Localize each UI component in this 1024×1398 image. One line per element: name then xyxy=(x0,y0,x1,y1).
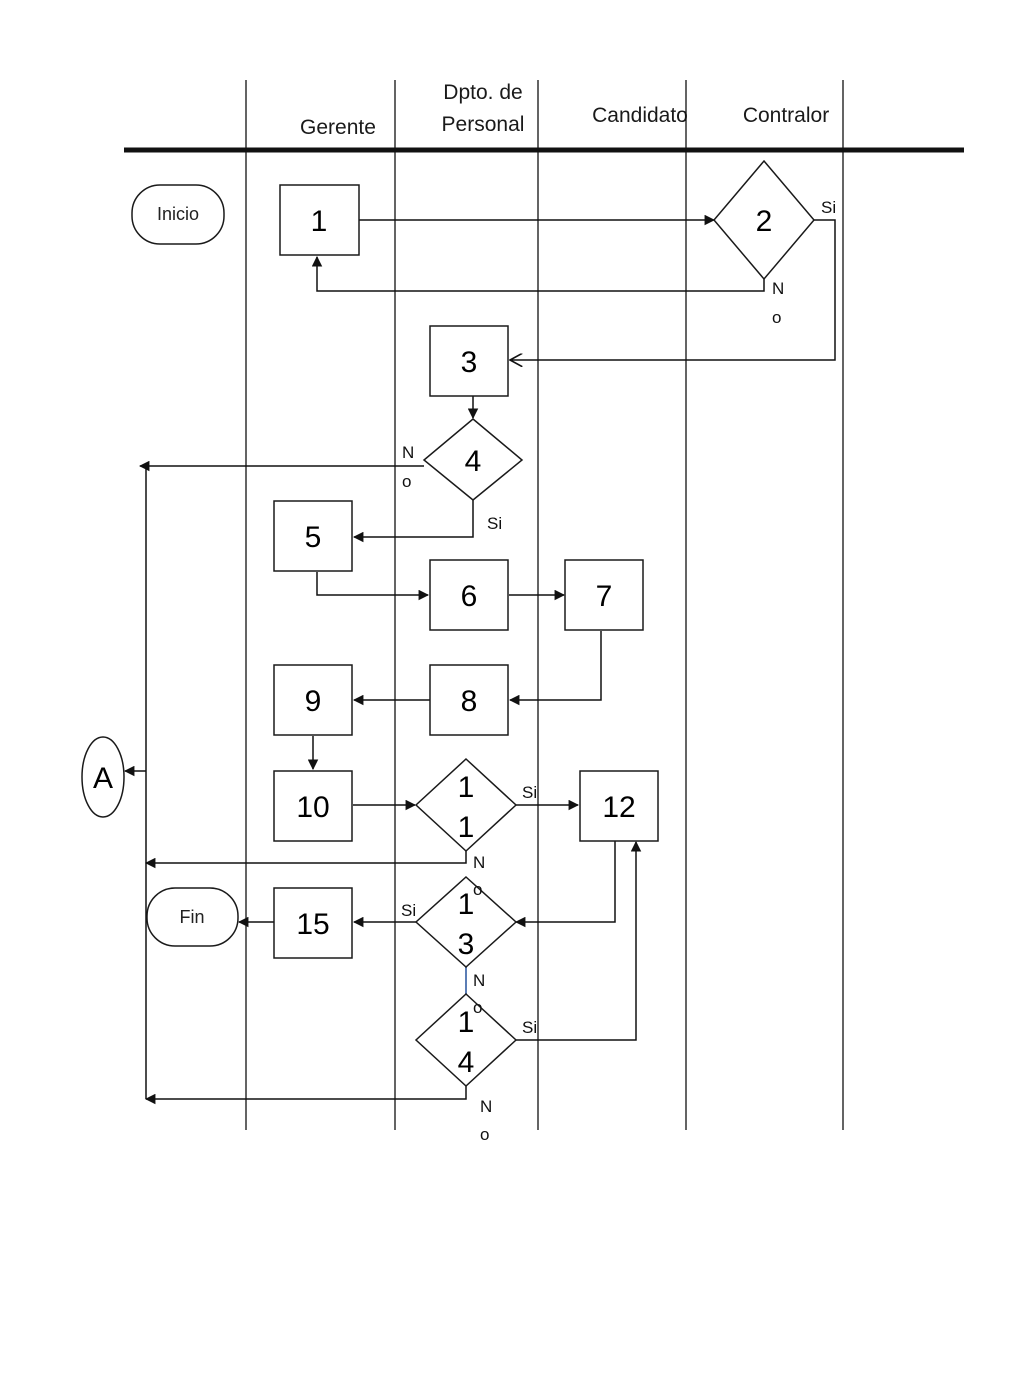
process-8-label: 8 xyxy=(461,685,478,718)
label-14-no-o: o xyxy=(480,1125,489,1144)
label-4-si: Si xyxy=(487,514,502,533)
label-13-si: Si xyxy=(401,901,416,920)
decision-11-label-line2: 1 xyxy=(458,811,475,844)
terminal-inicio: Inicio xyxy=(131,184,225,245)
terminal-fin-shape xyxy=(146,887,239,947)
label-14-no-n: N xyxy=(480,1097,492,1116)
decision-4-label: 4 xyxy=(465,445,482,478)
label-2-no-n: N xyxy=(772,279,784,298)
edge-labels: Si N o N o Si Si N o Si N o Si N o xyxy=(401,198,836,1144)
process-8-box xyxy=(429,664,509,736)
decision-13: 1 3 xyxy=(414,875,518,969)
decision-2-label: 2 xyxy=(756,205,773,238)
edge-11-no-to-a xyxy=(144,851,467,869)
decision-14-label-line2: 4 xyxy=(458,1046,475,1079)
lane-dividers xyxy=(124,80,964,1130)
label-13-no-n: N xyxy=(473,971,485,990)
edge-2-si-to-3 xyxy=(510,219,836,360)
process-15-box xyxy=(273,887,353,959)
decision-13-label-line2: 3 xyxy=(458,928,475,961)
lane-label-candidato: Candidato xyxy=(592,104,688,127)
process-5-label: 5 xyxy=(305,521,322,554)
process-10-label: 10 xyxy=(296,791,329,824)
decision-2: 2 xyxy=(713,159,815,281)
terminal-fin-label: Fin xyxy=(179,907,204,927)
connector-a: A xyxy=(81,736,125,818)
lane-label-personal-line1: Dpto. de xyxy=(443,81,522,104)
terminal-inicio-label: Inicio xyxy=(157,204,199,224)
connector-a-label: A xyxy=(93,762,113,795)
process-3: 3 xyxy=(429,325,509,397)
process-9: 9 xyxy=(273,664,353,736)
label-4-no-n: N xyxy=(402,443,414,462)
label-11-no-o: o xyxy=(473,880,482,899)
process-6: 6 xyxy=(429,559,509,631)
process-1: 1 xyxy=(279,184,360,256)
label-4-no-o: o xyxy=(402,472,411,491)
decision-13-diamond xyxy=(414,875,518,969)
connector-a-shape xyxy=(81,736,125,818)
decision-11-label-line1: 1 xyxy=(458,771,475,804)
edge-12-to-13 xyxy=(514,841,616,928)
process-3-box xyxy=(429,325,509,397)
label-11-no-n: N xyxy=(473,853,485,872)
decision-14-diamond xyxy=(414,992,518,1088)
process-7-label: 7 xyxy=(596,580,613,613)
decision-11: 1 1 xyxy=(414,757,518,853)
decision-14: 1 4 xyxy=(414,992,518,1088)
edge-5-to-6 xyxy=(316,572,430,601)
process-6-box xyxy=(429,559,509,631)
label-2-si: Si xyxy=(821,198,836,217)
process-1-box xyxy=(279,184,360,256)
label-11-si: Si xyxy=(522,783,537,802)
edge-14-si-to-12 xyxy=(516,840,642,1041)
process-10-box xyxy=(273,770,353,842)
label-2-no-o: o xyxy=(772,308,781,327)
lane-label-gerente: Gerente xyxy=(300,116,376,139)
process-6-label: 6 xyxy=(461,580,478,613)
decision-4-diamond xyxy=(422,418,524,501)
process-3-label: 3 xyxy=(461,346,478,379)
process-12: 12 xyxy=(579,770,659,842)
terminal-fin: Fin xyxy=(146,887,239,947)
process-10: 10 xyxy=(273,770,353,842)
label-14-si: Si xyxy=(522,1018,537,1037)
process-5-box xyxy=(273,500,353,572)
process-1-label: 1 xyxy=(311,205,328,238)
process-12-label: 12 xyxy=(602,791,635,824)
edge-7-to-8 xyxy=(508,631,602,706)
process-7-box xyxy=(564,559,644,631)
flow-lines xyxy=(123,214,836,1105)
terminal-inicio-shape xyxy=(131,184,225,245)
decision-14-label-line1: 1 xyxy=(458,1006,475,1039)
process-7: 7 xyxy=(564,559,644,631)
process-12-box xyxy=(579,770,659,842)
lane-label-contralor: Contralor xyxy=(743,104,829,127)
process-15-label: 15 xyxy=(296,908,329,941)
lane-label-personal-line2: Personal xyxy=(442,113,525,136)
decision-2-diamond xyxy=(713,159,815,281)
process-9-box xyxy=(273,664,353,736)
edge-2-no-to-1 xyxy=(311,255,765,292)
process-8: 8 xyxy=(429,664,509,736)
decision-11-diamond xyxy=(414,757,518,853)
decision-4: 4 xyxy=(422,418,524,501)
process-15: 15 xyxy=(273,887,353,959)
edge-4-si-to-5 xyxy=(352,500,474,543)
decision-13-label-line1: 1 xyxy=(458,888,475,921)
lane-headers: Gerente Dpto. de Personal Candidato Cont… xyxy=(300,81,829,139)
process-9-label: 9 xyxy=(305,685,322,718)
process-5: 5 xyxy=(273,500,353,572)
label-13-no-o: o xyxy=(473,998,482,1017)
edge-14-no-to-a xyxy=(144,1086,467,1105)
